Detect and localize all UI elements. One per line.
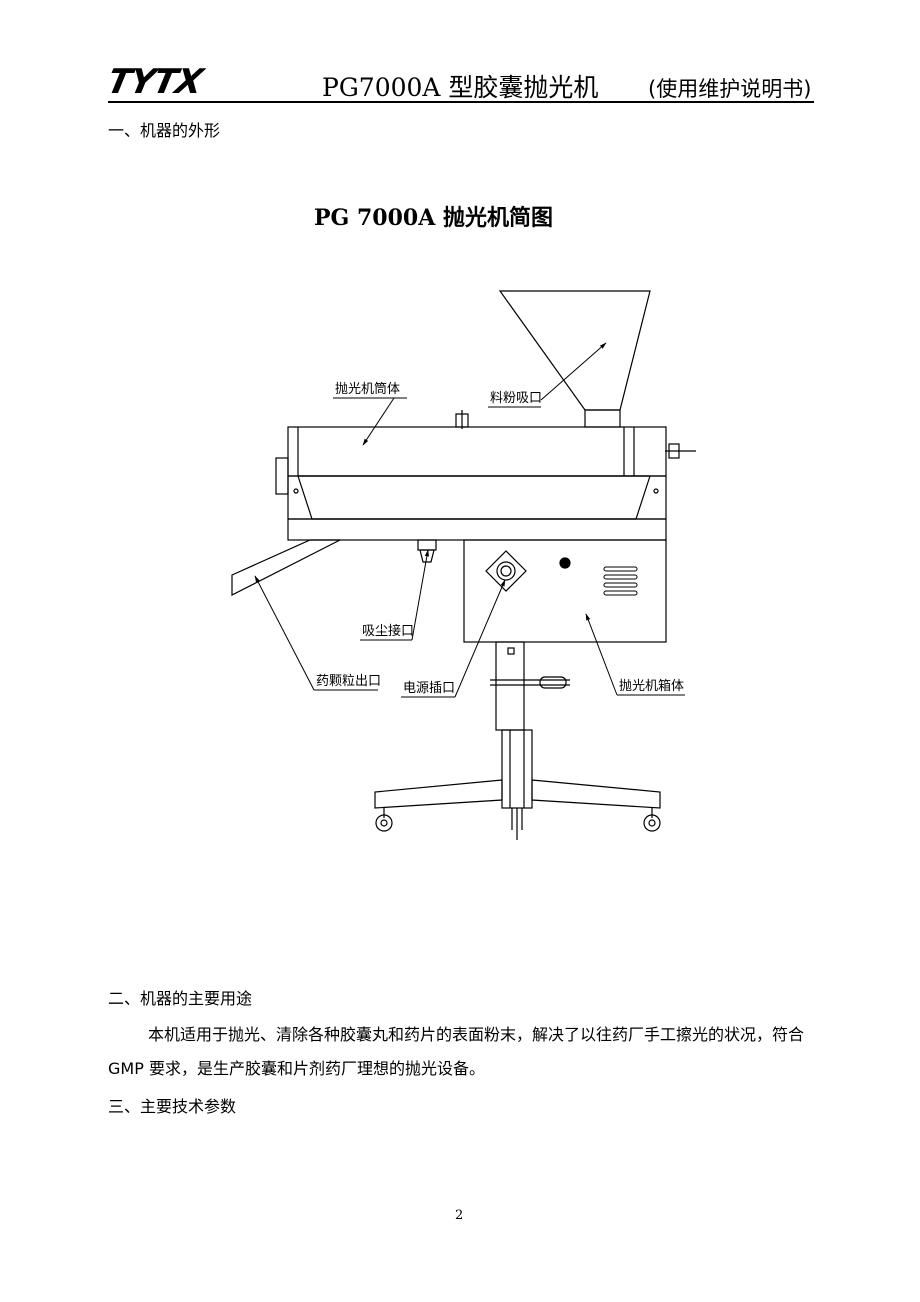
label-granule-outlet: 药颗粒出口 bbox=[316, 674, 381, 689]
label-dust-port: 吸尘接口 bbox=[362, 623, 414, 639]
label-cabinet: 抛光机箱体 bbox=[619, 678, 684, 694]
base-legs bbox=[374, 779, 661, 832]
section-heading-appearance: 一、机器的外形 bbox=[108, 121, 221, 140]
header-rule bbox=[108, 101, 814, 103]
usage-paragraph: 本机适用于抛光、清除各种胶囊丸和药片的表面粉末，解决了以往药厂手工擦光的状况，符… bbox=[108, 1025, 805, 1078]
cabinet bbox=[463, 539, 667, 643]
dust-connector bbox=[417, 539, 437, 563]
document-subtitle: (使用维护说明书) bbox=[648, 77, 812, 101]
section-heading-usage: 二、机器的主要用途 bbox=[108, 989, 253, 1008]
label-feed-inlet: 料粉吸口 bbox=[490, 391, 542, 406]
label-power-socket: 电源插口 bbox=[403, 681, 455, 696]
figure-title: PG 7000A 抛光机简图 bbox=[314, 205, 553, 231]
drum-body bbox=[275, 410, 696, 541]
leader-lines bbox=[254, 342, 685, 698]
support-column bbox=[490, 641, 570, 840]
document-title: PG7000A 型胶囊抛光机 bbox=[322, 73, 599, 102]
label-drum: 抛光机筒体 bbox=[335, 381, 400, 397]
page-number: 2 bbox=[455, 1208, 464, 1223]
section-heading-specs: 三、主要技术参数 bbox=[108, 1097, 237, 1116]
discharge-chute bbox=[231, 539, 341, 596]
